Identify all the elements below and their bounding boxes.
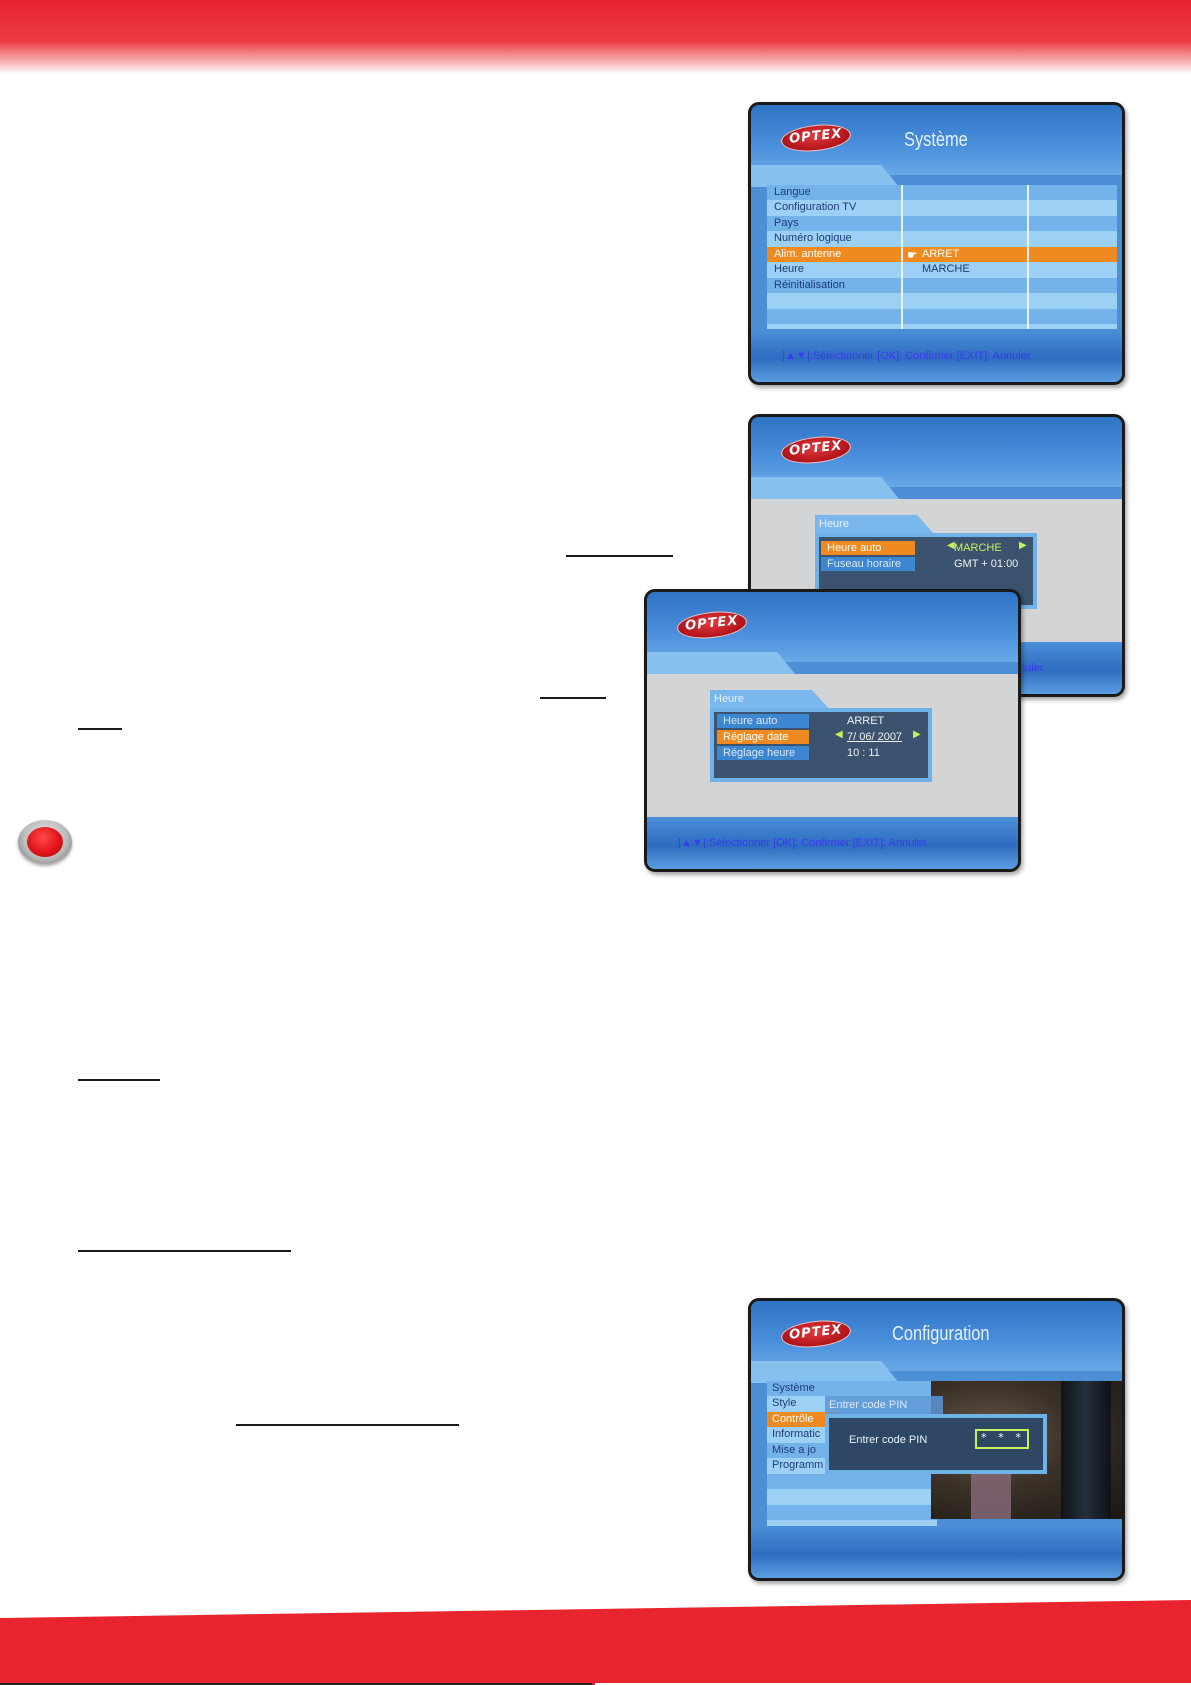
column-divider xyxy=(901,185,903,329)
underline-mark xyxy=(236,1424,459,1426)
page-header-band xyxy=(0,0,1191,74)
arrow-left-icon[interactable]: ◀ xyxy=(835,729,843,740)
footer-rule xyxy=(0,1683,592,1685)
menu-item-information[interactable]: Informatic xyxy=(772,1428,821,1440)
row-fuseau-horaire[interactable]: Fuseau horaire xyxy=(821,557,915,571)
pin-dialog: Entrer code PIN * * * xyxy=(825,1414,1047,1474)
underline-mark xyxy=(78,1079,160,1081)
underline-mark xyxy=(78,728,122,730)
footer-help-text: nuler xyxy=(1019,662,1044,674)
tv-screen-heure-manuel: OPTEX Heure Heure auto Réglage date Régl… xyxy=(644,589,1021,872)
pin-input[interactable]: * * * xyxy=(975,1429,1029,1449)
arrow-left-icon[interactable]: ◀ xyxy=(947,540,955,551)
selected-row-highlight xyxy=(767,247,1117,262)
menu-item-mise-a-jour[interactable]: Mise a jo xyxy=(772,1444,817,1456)
column-divider xyxy=(1027,185,1029,329)
footer-help-text: [▲▼]:Sélectionner [OK]: Confirmer [EXIT]… xyxy=(782,350,1031,362)
arrow-right-icon[interactable]: ▶ xyxy=(1019,540,1027,551)
header-tab xyxy=(751,1361,899,1383)
menu-item-heure[interactable]: Heure xyxy=(774,263,804,275)
header-tab xyxy=(647,652,795,674)
menu-item-configuration-tv[interactable]: Configuration TV xyxy=(774,201,857,213)
dialog-title-tab: Heure xyxy=(710,690,830,710)
screen-title: Système xyxy=(904,129,968,151)
screen-title: Configuration xyxy=(892,1323,990,1345)
screen-footer xyxy=(751,1526,1122,1578)
footer-rule xyxy=(595,1683,1191,1685)
row-reglage-heure[interactable]: Réglage heure xyxy=(717,746,809,760)
underline-mark xyxy=(540,697,606,699)
header-tab xyxy=(751,165,899,187)
menu-item-programmation[interactable]: Programm xyxy=(772,1459,824,1471)
menu-item-style[interactable]: Style xyxy=(772,1397,797,1409)
pin-label: Entrer code PIN xyxy=(849,1434,928,1446)
value-heure-auto: ARRET xyxy=(847,715,885,727)
footer-help-text: [▲▼]:Sélectionner [OK]: Confirmer [EXIT]… xyxy=(678,837,927,849)
screen-footer: [▲▼]:Sélectionner [OK]: Confirmer [EXIT]… xyxy=(647,817,1018,869)
menu-item-alim-antenne[interactable]: Alim. antenne xyxy=(774,248,842,260)
menu-item-systeme[interactable]: Système xyxy=(772,1382,815,1394)
option-arret[interactable]: ARRET xyxy=(922,248,960,260)
menu-item-numero-logique[interactable]: Numéro logique xyxy=(774,232,852,244)
pin-dialog-title: Entrer code PIN xyxy=(825,1396,943,1414)
value-reglage-heure[interactable]: 10 : 11 xyxy=(847,747,880,759)
row-reglage-date[interactable]: Réglage date xyxy=(717,730,809,744)
screen-footer: [▲▼]:Sélectionner [OK]: Confirmer [EXIT]… xyxy=(751,330,1122,382)
option-marche[interactable]: MARCHE xyxy=(922,263,970,275)
menu-item-reinitialisation[interactable]: Réinitialisation xyxy=(774,279,845,291)
tv-screen-configuration: OPTEX Configuration Système Style Contrô… xyxy=(748,1298,1125,1581)
value-reglage-date[interactable]: 7/ 06/ 2007 xyxy=(847,731,903,743)
tv-screen-systeme: OPTEX Système Langue Configuration TV Pa… xyxy=(748,102,1125,385)
menu-item-langue[interactable]: Langue xyxy=(774,186,811,198)
dialog-title-tab: Heure xyxy=(815,515,935,535)
arrow-right-icon[interactable]: ▶ xyxy=(913,729,921,740)
menu-item-pays[interactable]: Pays xyxy=(774,217,799,229)
value-heure-auto: MARCHE xyxy=(954,542,1002,554)
underline-mark xyxy=(78,1250,291,1252)
row-heure-auto[interactable]: Heure auto xyxy=(821,541,915,555)
heure-dialog xyxy=(710,708,932,782)
row-heure-auto[interactable]: Heure auto xyxy=(717,714,809,728)
value-fuseau-horaire: GMT + 01:00 xyxy=(954,558,1019,570)
hand-pointer-icon: ☛ xyxy=(907,248,918,262)
red-button-icon xyxy=(18,820,72,864)
menu-item-controle[interactable]: Contrôle xyxy=(767,1412,838,1427)
underline-mark xyxy=(566,555,673,557)
page-footer-band xyxy=(0,1600,1191,1685)
header-tab xyxy=(751,477,899,499)
